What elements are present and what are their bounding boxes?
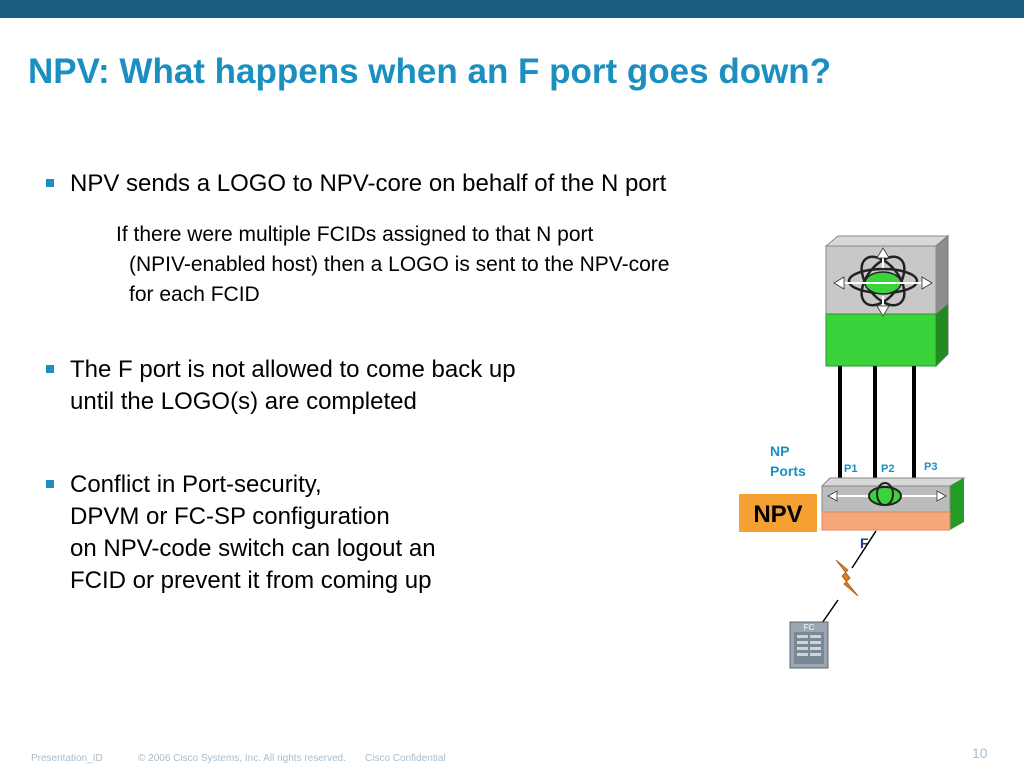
f-port-label: F: [860, 535, 869, 551]
bullet-line: NPV sends a LOGO to NPV-core on behalf o…: [70, 170, 667, 197]
fc-host-label: FC: [804, 623, 815, 632]
bullet-line: on NPV-code switch can logout an: [70, 535, 436, 562]
bullet-marker: [46, 179, 54, 187]
bullet-line: until the LOGO(s) are completed: [70, 388, 417, 415]
bullet-marker: [46, 480, 54, 488]
npv-label: NPV: [753, 501, 802, 528]
bullet-marker: [46, 365, 54, 373]
npv-core-switch: [824, 234, 950, 368]
bullet-line: Conflict in Port-security,: [70, 471, 322, 498]
header-bar: [0, 0, 1024, 18]
slide-title: NPV: What happens when an F port goes do…: [28, 52, 832, 91]
npv-switch: [820, 477, 966, 531]
fc-host-server: FC: [789, 621, 829, 669]
sub-line: (NPIV-enabled host) then a LOGO is sent …: [129, 253, 670, 276]
np-label: NP: [770, 443, 789, 459]
port-label-p3: P3: [924, 461, 937, 473]
np-links: [838, 366, 916, 480]
footer-confidential: Cisco Confidential: [365, 753, 446, 764]
page-number: 10: [972, 745, 988, 761]
npv-switch-icon: [827, 482, 947, 506]
switch-icon: [833, 247, 933, 317]
sub-bullet-text: If there were multiple FCIDs assigned to…: [116, 220, 669, 310]
port-label-p2: P2: [881, 463, 894, 475]
bullet-line: DPVM or FC-SP configuration: [70, 503, 390, 530]
f-link-upper: [851, 530, 877, 569]
lightning-bolt-icon: [835, 559, 859, 597]
port-label-p1: P1: [844, 463, 857, 475]
npv-label-box: [739, 494, 817, 532]
footer-copyright: © 2006 Cisco Systems, Inc. All rights re…: [138, 753, 347, 764]
ports-label: Ports: [770, 463, 806, 479]
footer-presentation-id: Presentation_ID: [31, 753, 103, 764]
sub-line: If there were multiple FCIDs assigned to…: [116, 223, 594, 246]
bullet-line: FCID or prevent it from coming up: [70, 567, 432, 594]
bullet-line: The F port is not allowed to come back u…: [70, 356, 516, 383]
sub-line: for each FCID: [129, 283, 260, 306]
